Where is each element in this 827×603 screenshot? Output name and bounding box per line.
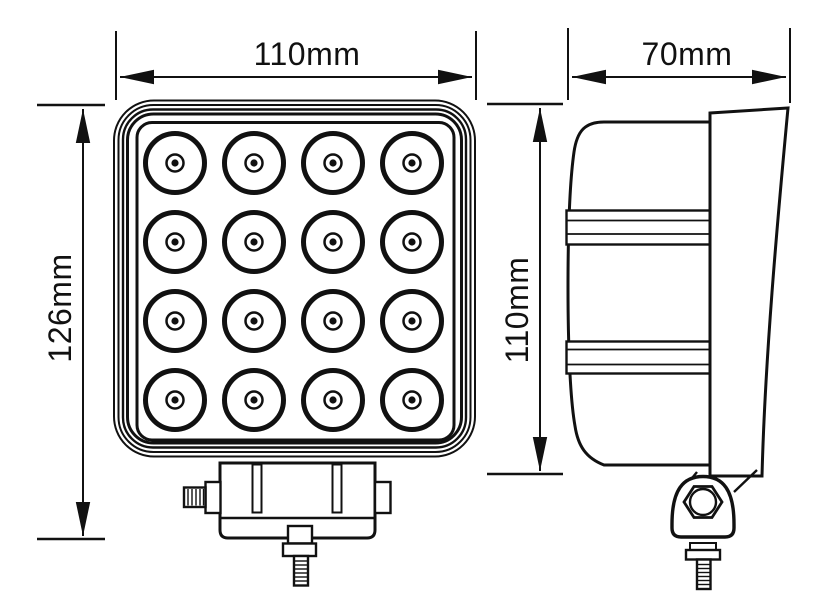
side-lens <box>708 106 790 478</box>
side-bolt-stud <box>695 558 712 591</box>
front-mounting-bolt <box>281 524 318 587</box>
led-center-dot <box>250 238 258 246</box>
led-lens <box>380 131 444 195</box>
dimension-depth: 70mm <box>567 28 791 103</box>
led-center-dot <box>408 396 416 404</box>
dimension-body-height: 110mm <box>487 102 563 476</box>
led-center-dot <box>329 396 337 404</box>
arrowhead-up <box>75 109 91 143</box>
dimension-overall-height: 126mm <box>37 103 105 541</box>
housing-outline-3 <box>121 108 468 449</box>
front-mounting-bracket <box>204 461 392 540</box>
dimension-label-front-width: 110mm <box>254 36 361 72</box>
rail-upper <box>565 209 712 246</box>
arrowhead-left <box>572 69 606 85</box>
heat-sink-rails <box>565 209 712 375</box>
led-center-dot <box>408 159 416 167</box>
rail-lower <box>565 340 712 375</box>
dimension-label-overall-height: 126mm <box>42 253 78 362</box>
knuckle-arm-right <box>733 469 758 493</box>
bolt-nut <box>281 542 318 558</box>
led-lens <box>380 368 444 432</box>
arrowhead-right <box>438 69 472 85</box>
arrowhead-left <box>120 69 154 85</box>
led-center-dot <box>329 317 337 325</box>
dimension-label-depth: 70mm <box>642 36 733 72</box>
led-center-dot <box>408 317 416 325</box>
side-bolt-nut <box>684 548 722 561</box>
side-view <box>565 106 790 591</box>
mounting-knuckle <box>670 469 758 539</box>
housing-outline-1 <box>113 99 476 458</box>
led-lens <box>301 131 365 195</box>
led-center-dot <box>329 238 337 246</box>
led-center-dot <box>250 317 258 325</box>
dimension-label-body-height: 110mm <box>499 257 535 364</box>
led-center-dot <box>329 159 337 167</box>
led-center-dot <box>171 159 179 167</box>
led-lens <box>143 131 207 195</box>
led-lens <box>222 289 286 353</box>
arrowhead-right <box>752 69 786 85</box>
led-array <box>143 131 444 432</box>
led-center-dot <box>250 159 258 167</box>
led-lens <box>222 210 286 274</box>
led-lens <box>301 210 365 274</box>
front-view <box>113 99 476 587</box>
led-lens <box>143 210 207 274</box>
led-lens <box>380 210 444 274</box>
arrowhead-down <box>75 502 91 536</box>
front-housing <box>113 99 476 458</box>
knuckle-bolt-core <box>688 487 718 517</box>
led-lens <box>301 289 365 353</box>
arrowhead-up <box>532 108 548 142</box>
bolt-stud <box>292 554 310 587</box>
led-lens <box>143 368 207 432</box>
pivot-stud-body <box>182 486 207 509</box>
bracket-slot-left <box>251 463 263 514</box>
led-center-dot <box>408 238 416 246</box>
led-lens <box>301 368 365 432</box>
housing-outline-2 <box>117 104 472 453</box>
dimension-front-width: 110mm <box>115 31 477 100</box>
led-center-dot <box>171 317 179 325</box>
led-center-dot <box>171 396 179 404</box>
led-lens <box>222 131 286 195</box>
front-pivot-stud <box>182 486 207 509</box>
dimension-annotations: 110mm 126mm 70mm 110mm <box>37 28 791 541</box>
bolt-boss <box>286 524 314 545</box>
led-lens <box>380 289 444 353</box>
bracket-flange-right <box>373 480 392 515</box>
arrowhead-down <box>532 437 548 471</box>
bracket-slot-right <box>331 463 343 514</box>
bracket-flange-left <box>204 480 222 515</box>
housing-lens-face <box>135 121 456 442</box>
led-lens <box>222 368 286 432</box>
led-center-dot <box>171 238 179 246</box>
side-mounting-bolt <box>684 542 722 591</box>
housing-outline-4 <box>126 112 463 445</box>
led-center-dot <box>250 396 258 404</box>
led-lens <box>143 289 207 353</box>
side-body <box>566 120 712 467</box>
